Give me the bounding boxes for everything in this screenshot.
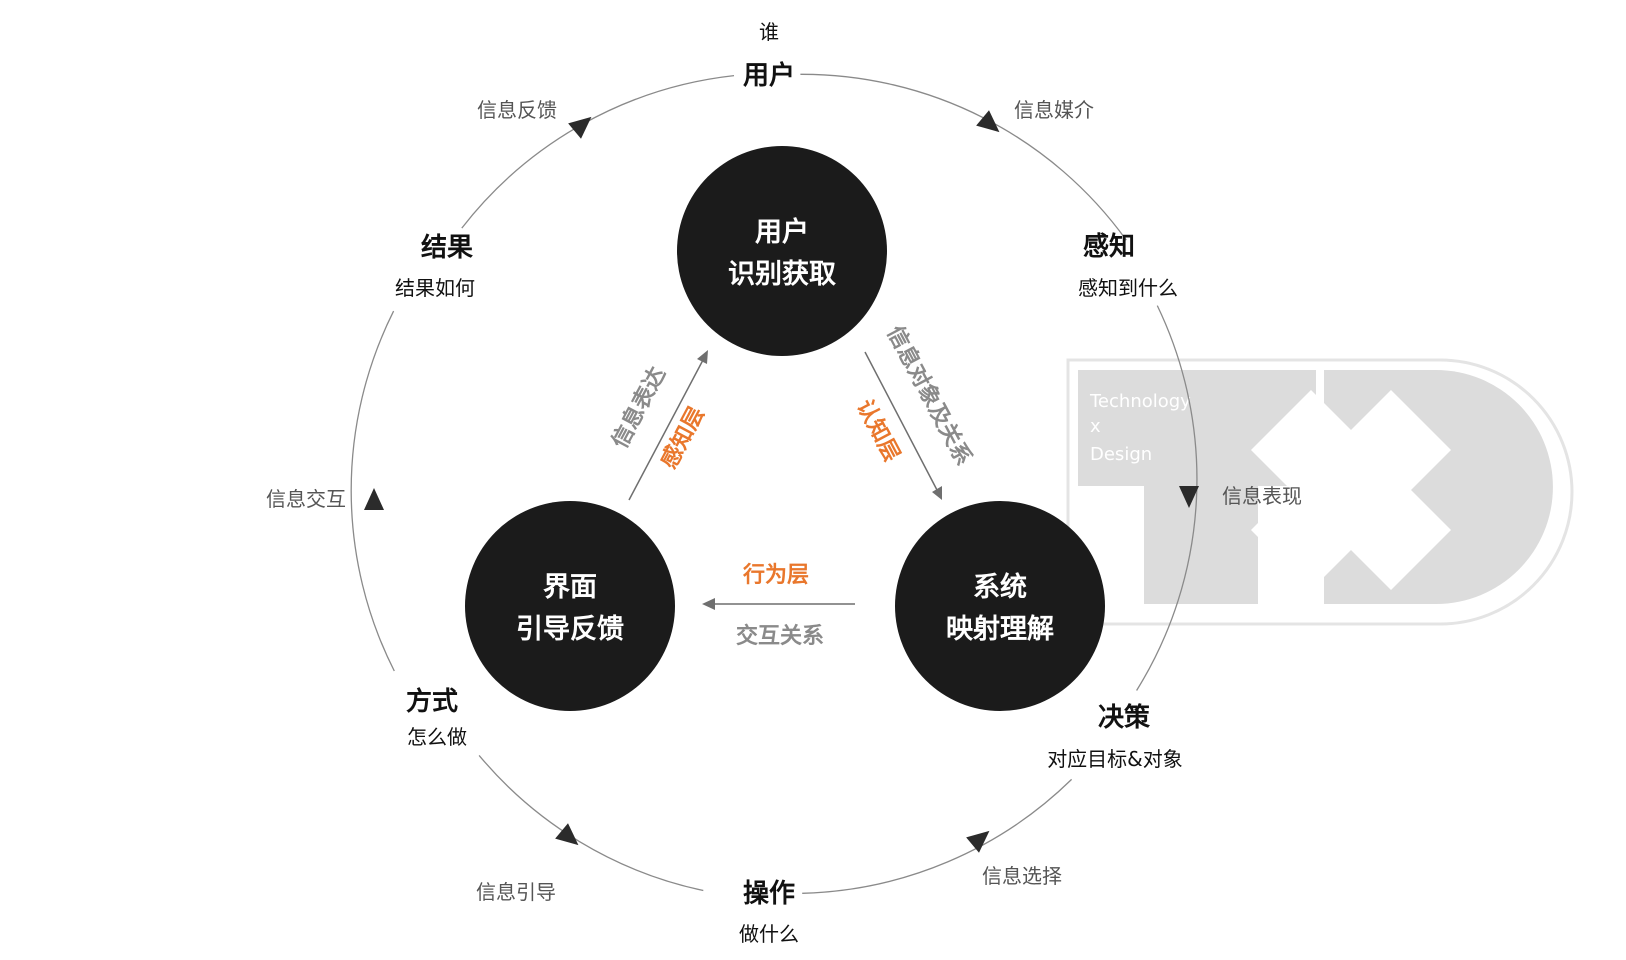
arrow-guide [555, 823, 579, 846]
watermark-text-design: Design [1090, 444, 1152, 465]
core-right-line2: 映射理解 [946, 614, 1054, 645]
who-label: 谁 [759, 20, 779, 44]
arrow-head-top-to-right [932, 486, 942, 500]
watermark-text-x: x [1090, 416, 1101, 437]
flow-media-label: 信息媒介 [1014, 98, 1094, 122]
relation-bottom-text: 交互关系 [736, 623, 824, 649]
stage-operate-title: 操作 [743, 879, 795, 909]
arrow-head-left-to-top [697, 350, 708, 364]
relation-bottom-layer: 行为层 [742, 562, 809, 588]
stage-method-sub: 怎么做 [407, 725, 467, 749]
ring-arc-method-to-result [350, 310, 395, 672]
core-top: 用户 识别获取 [677, 146, 887, 356]
relation-left-layer: 感知层 [656, 402, 710, 472]
ring-arc-operate-to-method [478, 754, 704, 892]
core-left: 界面 引导反馈 [465, 501, 675, 711]
flow-labels: 信息媒介 信息表现 信息选择 信息引导 信息交互 信息反馈 [266, 98, 1302, 904]
relation-arrows [628, 350, 942, 610]
watermark-outline [1066, 358, 1574, 626]
arrow-interact [364, 488, 384, 510]
core-left-line1: 界面 [543, 572, 597, 603]
watermark-logo: Technology x Design [1066, 358, 1574, 626]
flow-choose-label: 信息选择 [982, 864, 1062, 888]
ring-arc-perceive-to-decide [1136, 305, 1198, 691]
stage-perceive-title: 感知 [1083, 232, 1135, 262]
arrow-present [1179, 486, 1199, 508]
core-top-line1: 用户 [755, 216, 809, 248]
flow-guide-label: 信息引导 [476, 880, 556, 904]
arrow-line-top-to-right [864, 351, 938, 491]
stage-decide-title: 决策 [1098, 702, 1150, 733]
watermark-text-technology: Technology [1089, 391, 1191, 412]
core-right-line1: 系统 [973, 571, 1027, 603]
relation-right-layer: 认知层 [851, 395, 905, 465]
arrow-head-right-to-left [702, 598, 715, 610]
core-left-line2: 引导反馈 [516, 614, 624, 645]
arrow-line-left-to-top [628, 359, 704, 501]
core-right-circle [895, 501, 1105, 711]
stage-method-title: 方式 [406, 686, 458, 717]
core-top-line2: 识别获取 [728, 259, 836, 290]
stage-labels: 谁 用户 感知 感知到什么 决策 对应目标&对象 操作 做什么 方式 怎么做 结… [395, 20, 1183, 946]
arrow-media [976, 110, 1000, 133]
flow-interact-label: 信息交互 [266, 487, 346, 511]
stage-operate-sub: 做什么 [739, 922, 799, 946]
arrow-feedback [568, 116, 592, 139]
ring-arrows [364, 110, 1199, 853]
flow-present-label: 信息表现 [1222, 484, 1302, 508]
stage-result-title: 结果 [421, 233, 473, 263]
watermark-x-mark [1251, 390, 1451, 590]
core-right: 系统 映射理解 [895, 501, 1105, 711]
arrow-choose [966, 830, 990, 853]
stage-perceive-sub: 感知到什么 [1078, 276, 1178, 300]
ring-arc-decide-to-operate [802, 778, 1073, 894]
core-top-circle [677, 146, 887, 356]
flow-feedback-label: 信息反馈 [477, 98, 557, 122]
stage-result-sub: 结果如何 [395, 276, 475, 300]
core-left-circle [465, 501, 675, 711]
stage-user-title: 用户 [743, 60, 795, 91]
stage-decide-sub: 对应目标&对象 [1047, 747, 1183, 771]
